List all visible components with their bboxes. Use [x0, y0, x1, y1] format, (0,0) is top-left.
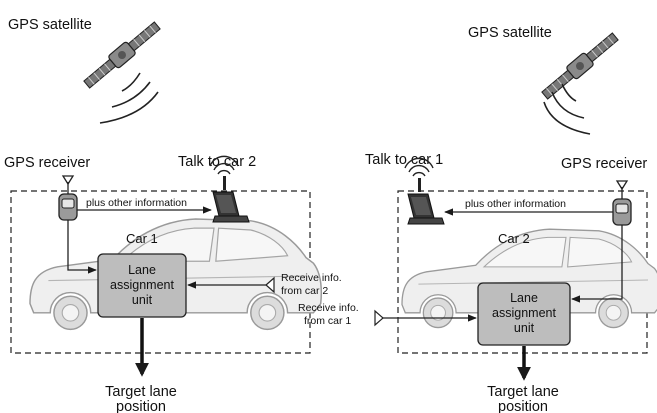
receiver-to-unit-arrow-left — [67, 220, 97, 274]
target-label-line2-left: position — [116, 399, 166, 413]
receive-label-line1-right: Receive info. — [298, 302, 359, 314]
gps-receiver-icon — [612, 180, 632, 226]
satellite-label-right: GPS satellite — [468, 25, 552, 41]
unit-label-line2-right: assignment — [492, 306, 556, 320]
target-label-line1-left: Target lane — [105, 384, 177, 400]
talk-label-right: Talk to car 1 — [365, 152, 443, 168]
unit-label-line3-left: unit — [132, 293, 153, 307]
satellite-icon — [539, 29, 621, 103]
lane-assignment-unit-right — [477, 282, 571, 346]
receiver-to-unit-arrow-right — [571, 225, 623, 303]
satellite-label-left: GPS satellite — [8, 17, 92, 33]
target-label-line1-right: Target lane — [487, 384, 559, 400]
target-label-line2-right: position — [498, 399, 548, 413]
satellite-icon — [81, 18, 163, 92]
gps-receiver-label-left: GPS receiver — [4, 155, 90, 171]
gps-receiver-label-right: GPS receiver — [561, 156, 647, 172]
receive-label-line2-left: from car 2 — [281, 285, 328, 297]
lane-assignment-unit-left — [97, 253, 187, 318]
unit-label-line1-right: Lane — [510, 291, 538, 305]
receive-label-line2-right: from car 1 — [304, 315, 351, 327]
receive-antenna-icon-right — [374, 309, 384, 327]
other-info-label-left: plus other information — [86, 197, 187, 209]
unit-label-line1-left: Lane — [128, 263, 156, 277]
signal-waves-right — [543, 83, 591, 135]
other-info-label-right: plus other information — [465, 198, 566, 210]
receive-label-line1-left: Receive info. — [281, 272, 342, 284]
signal-waves-left — [99, 72, 159, 124]
receive-antenna-icon-left — [265, 276, 275, 294]
car-label-left: Car 1 — [126, 231, 158, 246]
unit-label-line2-left: assignment — [110, 278, 174, 292]
gps-receiver-icon — [58, 175, 78, 221]
unit-label-line3-right: unit — [514, 321, 535, 335]
talk-label-left: Talk to car 2 — [178, 154, 256, 170]
car-label-right: Car 2 — [498, 231, 530, 246]
